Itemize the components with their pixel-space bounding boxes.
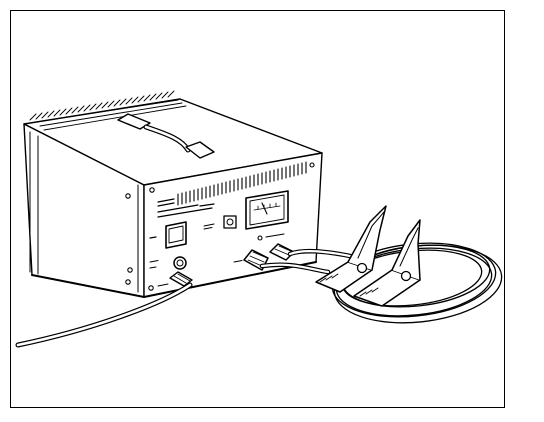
front-vent-slots — [177, 161, 307, 206]
output-cables — [259, 249, 353, 275]
indicator-lamp — [257, 233, 285, 241]
front-screws — [148, 162, 315, 291]
selector-knob — [203, 215, 237, 230]
ac-input-connector — [149, 256, 193, 287]
cable-icon — [15, 282, 193, 348]
heat-sink-fins — [29, 90, 187, 131]
battery-clamp-right — [353, 219, 421, 307]
side-screws — [125, 193, 133, 285]
power-switch — [149, 221, 187, 249]
ammeter — [245, 190, 289, 230]
power-cord — [15, 282, 193, 348]
label-plate — [157, 198, 215, 218]
meter-gauge-icon — [245, 190, 289, 230]
carry-handle — [117, 113, 215, 159]
battery-clamp-left — [315, 205, 387, 293]
